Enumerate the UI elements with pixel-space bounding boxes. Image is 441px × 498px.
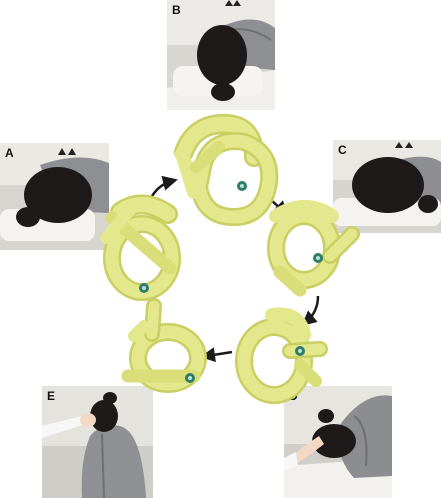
arrow-c-to-d bbox=[301, 295, 320, 326]
patient-sitting-photo-e bbox=[42, 386, 153, 498]
photo-panel-d: D bbox=[284, 386, 392, 498]
patient-prone-photo-c bbox=[333, 140, 441, 233]
panel-label-e: E bbox=[47, 389, 56, 403]
knot-model-a bbox=[100, 194, 181, 301]
knot-model-c bbox=[267, 200, 360, 297]
knot-model-b bbox=[174, 113, 279, 227]
patient-prone-photo-a bbox=[0, 143, 109, 250]
photo-panel-e: E bbox=[42, 386, 153, 498]
arrow-d-to-e bbox=[200, 347, 233, 363]
arrow-a-to-b bbox=[150, 175, 178, 197]
patient-prone-photo-b bbox=[167, 0, 275, 110]
photo-panel-b: B bbox=[167, 0, 275, 110]
knot-model-e bbox=[121, 298, 207, 393]
photo-panel-c: C bbox=[333, 140, 441, 233]
panel-label-b: B bbox=[172, 3, 181, 17]
panel-label-a: A bbox=[5, 146, 14, 160]
patient-sitting-bent-photo-d bbox=[284, 386, 392, 498]
panel-label-c: C bbox=[338, 143, 347, 157]
knot-model-d bbox=[235, 307, 328, 404]
photo-panel-a: A bbox=[0, 143, 109, 250]
